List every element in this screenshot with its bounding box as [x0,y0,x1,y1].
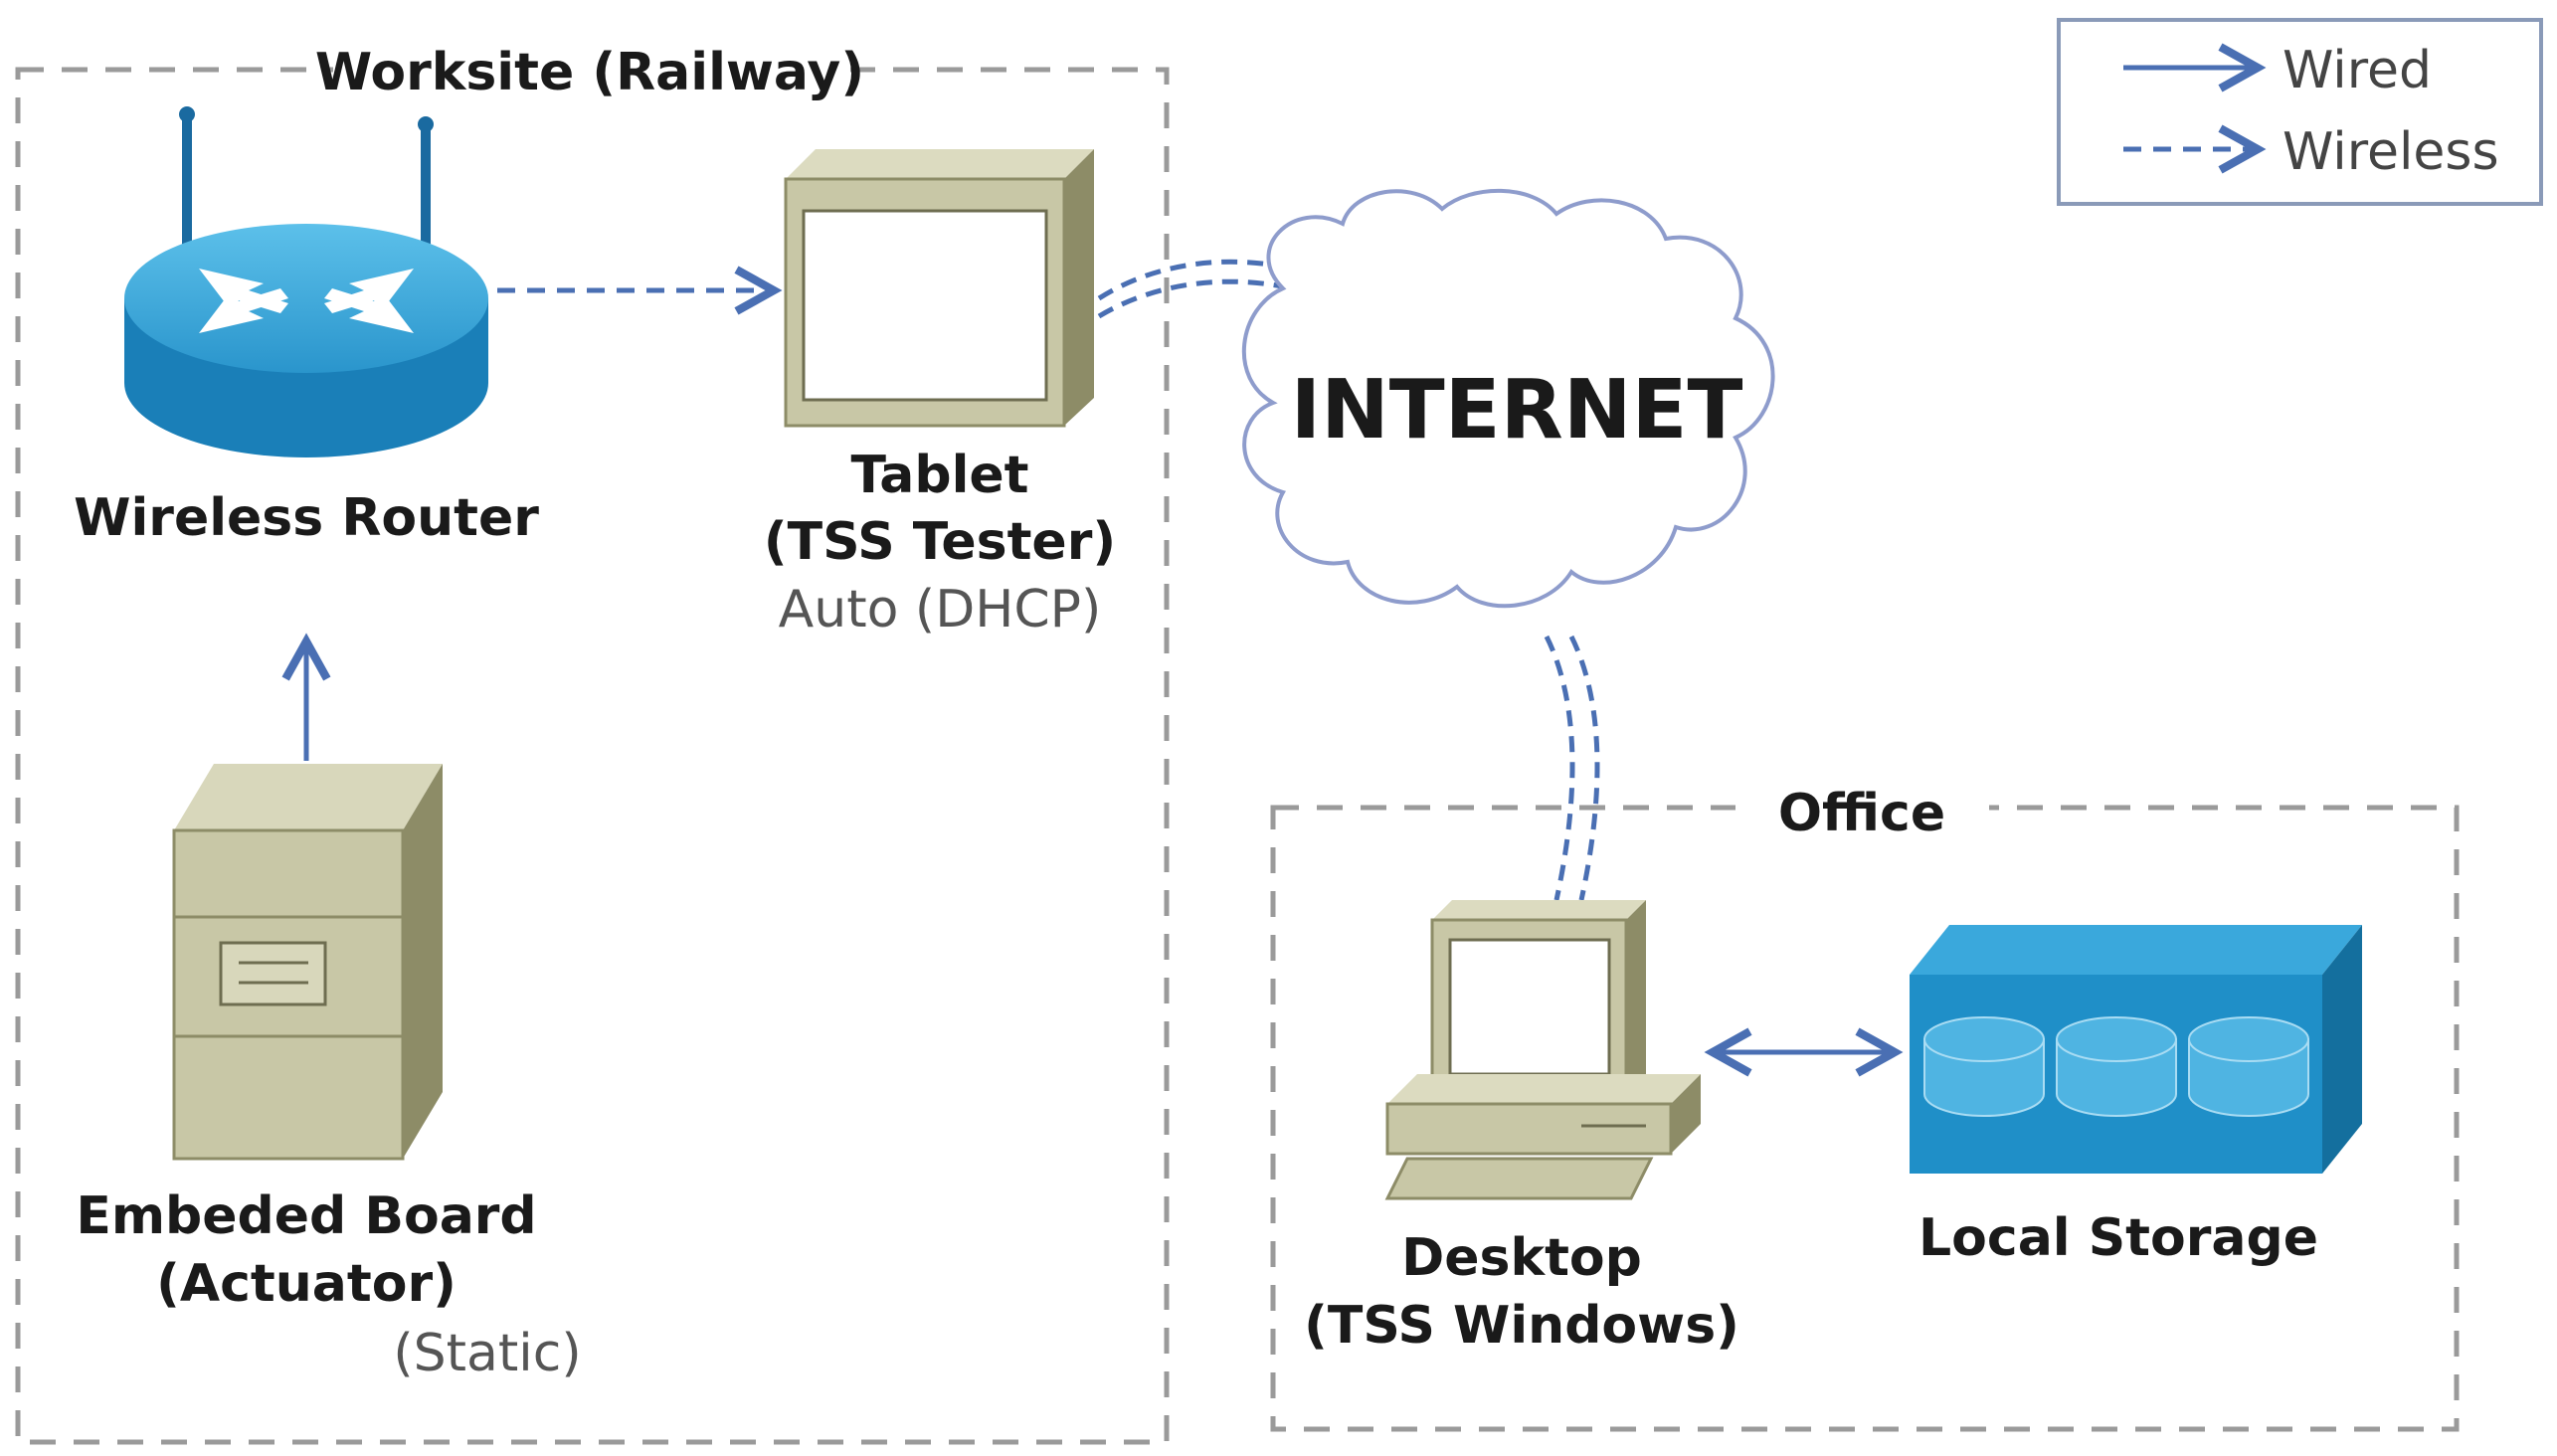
tablet-label-2: (TSS Tester) [764,512,1116,572]
desktop-label-2: (TSS Windows) [1304,1296,1739,1356]
worksite-zone: Worksite (Railway) [15,35,1170,1445]
storage-array-icon [1910,925,2362,1174]
wireless-router-icon [124,106,488,457]
worksite-title: Worksite (Railway) [315,43,864,102]
storage-label: Local Storage [1918,1208,2318,1268]
desktop-computer-icon [1384,900,1701,1200]
tablet-label: Tablet [850,446,1028,505]
cloud-icon [1241,188,1775,609]
internet-label: INTERNET [1291,363,1743,457]
router-label: Wireless Router [74,488,539,548]
board-note: (Static) [393,1324,581,1383]
legend: Wired Wireless [2057,18,2543,206]
tablet-note: Auto (DHCP) [779,580,1102,639]
legend-wireless-label: Wireless [2283,122,2499,182]
embedded-board-icon [172,764,443,1161]
board-label-2: (Actuator) [156,1254,457,1314]
tablet-icon [784,149,1094,428]
internet-desktop-wireless-link [1544,635,1600,901]
office-title: Office [1778,784,1945,843]
desktop-label: Desktop [1401,1228,1642,1288]
legend-wired-label: Wired [2283,41,2432,100]
board-label: Embeded Board [76,1186,536,1246]
office-zone: Office [1270,776,2460,1432]
